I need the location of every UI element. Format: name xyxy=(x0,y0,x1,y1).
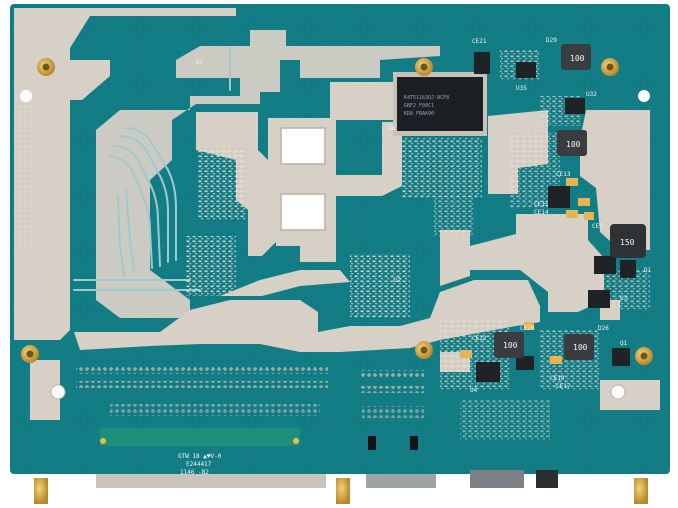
label-d1: D1 xyxy=(644,267,652,274)
label-ce14: CE14 xyxy=(534,209,549,216)
svg-text:150: 150 xyxy=(620,238,635,247)
mounting-holes xyxy=(20,58,653,400)
label-ce17: CE17 xyxy=(556,383,571,390)
label-ce7: CE7 xyxy=(592,223,603,230)
memory-chip-u8: K4T51163QJ-BCF8 GBF2 F00C1 KR8 FRAK00 xyxy=(393,72,487,136)
svg-text:100: 100 xyxy=(570,54,585,63)
label-u4: U4 xyxy=(470,387,478,394)
label-board-date: 1146 -B2 xyxy=(180,469,209,476)
edge-connectors xyxy=(366,436,558,488)
label-ce21: CE21 xyxy=(472,38,487,45)
label-d26: D26 xyxy=(598,325,609,332)
label-d29: D29 xyxy=(546,37,557,44)
label-ce22: CE22 xyxy=(472,335,487,342)
label-u8: U8 xyxy=(388,125,396,132)
chip-marking-line2: GBF2 F00C1 xyxy=(404,103,434,109)
svg-text:100: 100 xyxy=(503,341,518,350)
label-ce20: CE20 xyxy=(520,325,535,332)
card-slot xyxy=(96,428,326,488)
traces xyxy=(73,47,231,291)
pin-headers xyxy=(76,367,424,418)
label-board-code: E244417 xyxy=(186,461,212,468)
label-u35: U35 xyxy=(516,85,527,92)
label-ce15: CE15 xyxy=(534,201,549,208)
silkscreen-labels: CE21 D29 Q2 U35 U32 U8 CE13 CE15 CE14 CE… xyxy=(178,37,652,476)
label-u32: U32 xyxy=(586,91,597,98)
label-ce19: CE19 xyxy=(550,375,565,382)
power-inductors: 100 100 150 100 100 xyxy=(494,44,646,360)
label-q2: Q2 xyxy=(196,59,204,66)
board-cutouts xyxy=(280,127,326,231)
tantalum-capacitors xyxy=(460,178,594,364)
chip-marking-line1: K4T51163QJ-BCF8 xyxy=(404,95,449,101)
small-ics xyxy=(474,52,636,382)
label-u3: U3 xyxy=(620,295,628,302)
label-board-name: GTW 18 ▲♥V-0 xyxy=(178,453,222,460)
svg-text:100: 100 xyxy=(566,140,581,149)
label-ce13: CE13 xyxy=(556,171,571,178)
antenna-connectors xyxy=(34,478,648,504)
svg-text:100: 100 xyxy=(573,343,588,352)
chip-marking-line3: KR8 FRAK00 xyxy=(404,111,434,117)
label-u2: U2 xyxy=(394,277,402,284)
label-q1: Q1 xyxy=(620,340,628,347)
